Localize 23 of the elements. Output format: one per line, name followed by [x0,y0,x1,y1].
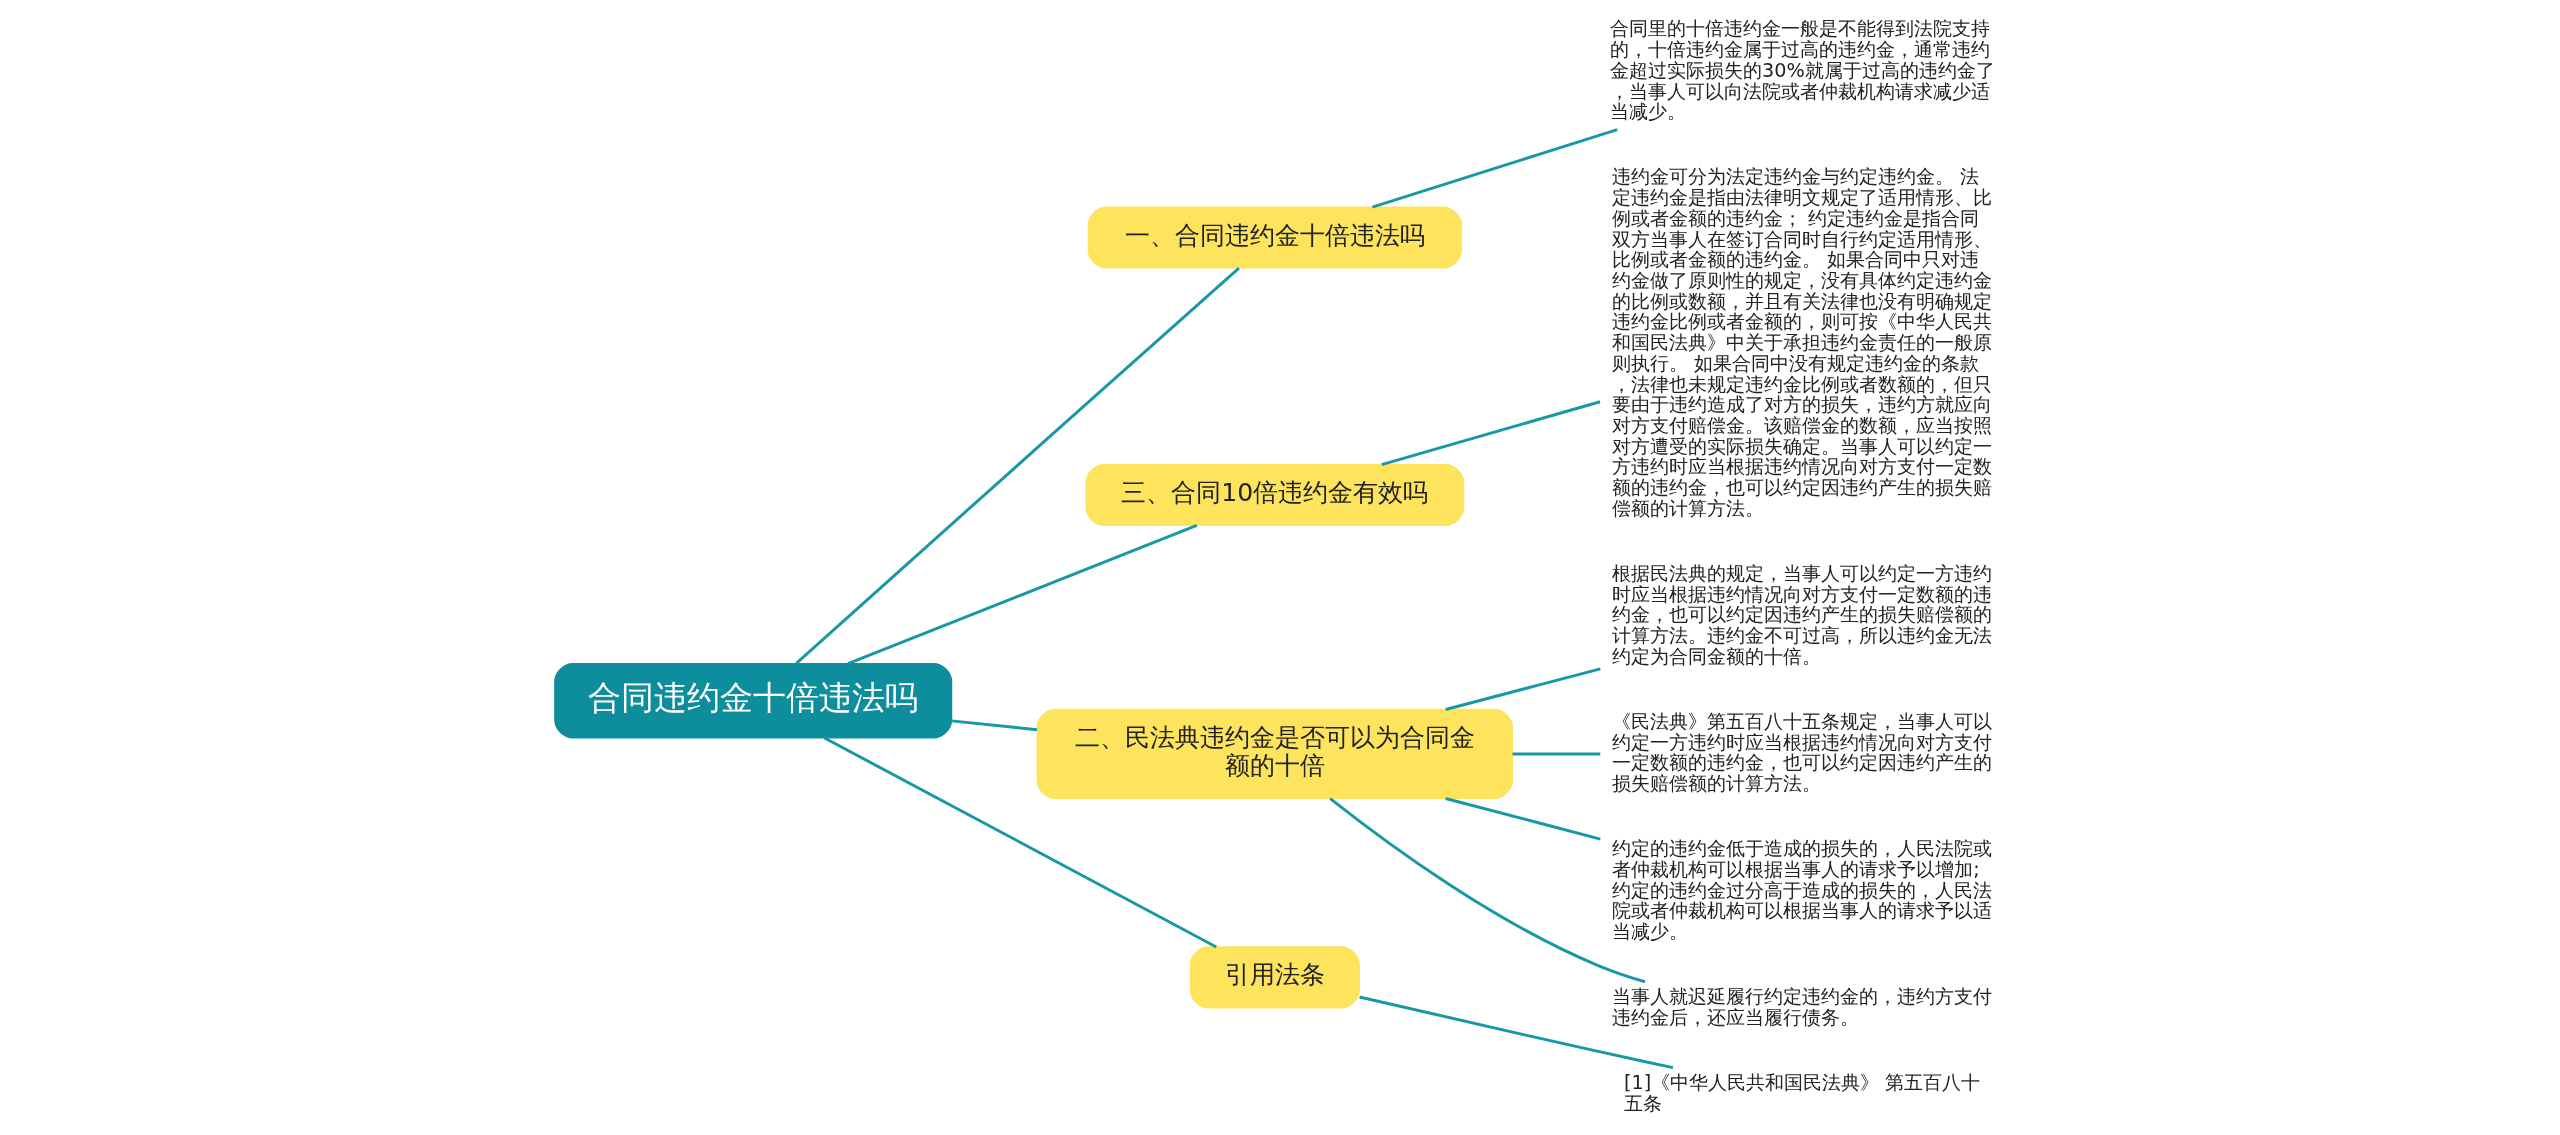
connector [1445,797,1601,841]
connector [1512,752,1601,756]
node-text: 违约金可分为法定违约金与约定违约金。 法定违约金是指由法律明文规定了适用情形、比例或者金额的违约金； 约定违约金是指合同双方当事人在签订合同时自行约定适用情形、比例或者金额的违约金。 如果合同中只对违约金做了原则性的规定，没有具体约定违约金的比例或数额，并且有关法律也没有明确规定违约金比例或者金额的，则可按《中华人民共和国民法典》中关于承担违约金责任的一般原则执行。 如果合同中没有规定违约金的条款，法律也未规定违约金比例或者数额的，但只要由于违约造成了对方的损失，违约方就应向对方支付赔偿金。该赔偿金的数额，应当按照对方遭受的实际损失确定。当事人可以约定一方违约时应当根据违约情况向对方支付一定数额的违约金，也可以约定因违约产生的损失赔偿额的计算方法。 [1612,165,1993,520]
connector [1329,797,1646,984]
node-box: 三、合同10倍违约金有效吗 [1085,463,1465,527]
node-box: 合同违约金十倍违法吗 [554,662,953,739]
node-box: 引用法条 [1189,946,1360,1009]
connector [1381,400,1601,467]
node-text: 约定的违约金低于造成的损失的，人民法院或者仲裁机构可以根据当事人的请求予以增加;约定的违约金过分高于造成的损失的，人民法院或者仲裁机构可以根据当事人的请求予以适当减少。 [1612,837,1993,944]
connector [1445,667,1601,711]
node-text: 《民法典》第五百八十五条规定，当事人可以约定一方违约时应当根据违约情况向对方支付一定数额的违约金，也可以约定因违约产生的损失赔偿额的计算方法。 [1612,709,1993,796]
node-box: 二、民法典违约金是否可以为合同金额的十倍 [1036,708,1514,800]
node-text: 当事人就迟延履行约定违约金的，违约方支付违约金后，还应当履行债务。 [1612,985,1993,1029]
connector [1371,128,1618,209]
node-text: 根据民法典的规定，当事人可以约定一方违约时应当根据违约情况向对方支付一定数额的违约金，也可以约定因违约产生的损失赔偿额的计算方法。违约金不可过高，所以违约金无法约定为合同金额的十倍。 [1612,561,1993,668]
node-text: [1]《中华人民共和国民法典》 第五百八十五条 [1624,1070,1981,1115]
connector [795,267,1240,665]
connector [823,736,1217,949]
connector [1359,995,1674,1070]
node-text: 合同里的十倍违约金一般是不能得到法院支持的，十倍违约金属于过高的违约金，通常违约金超过实际损失的30%就属于过高的违约金了，当事人可以向法院或者仲裁机构请求减少适当减少。 [1609,17,1995,124]
connector [951,719,1038,732]
node-box: 一、合同违约金十倍违法吗 [1087,206,1462,269]
connector [847,523,1198,666]
